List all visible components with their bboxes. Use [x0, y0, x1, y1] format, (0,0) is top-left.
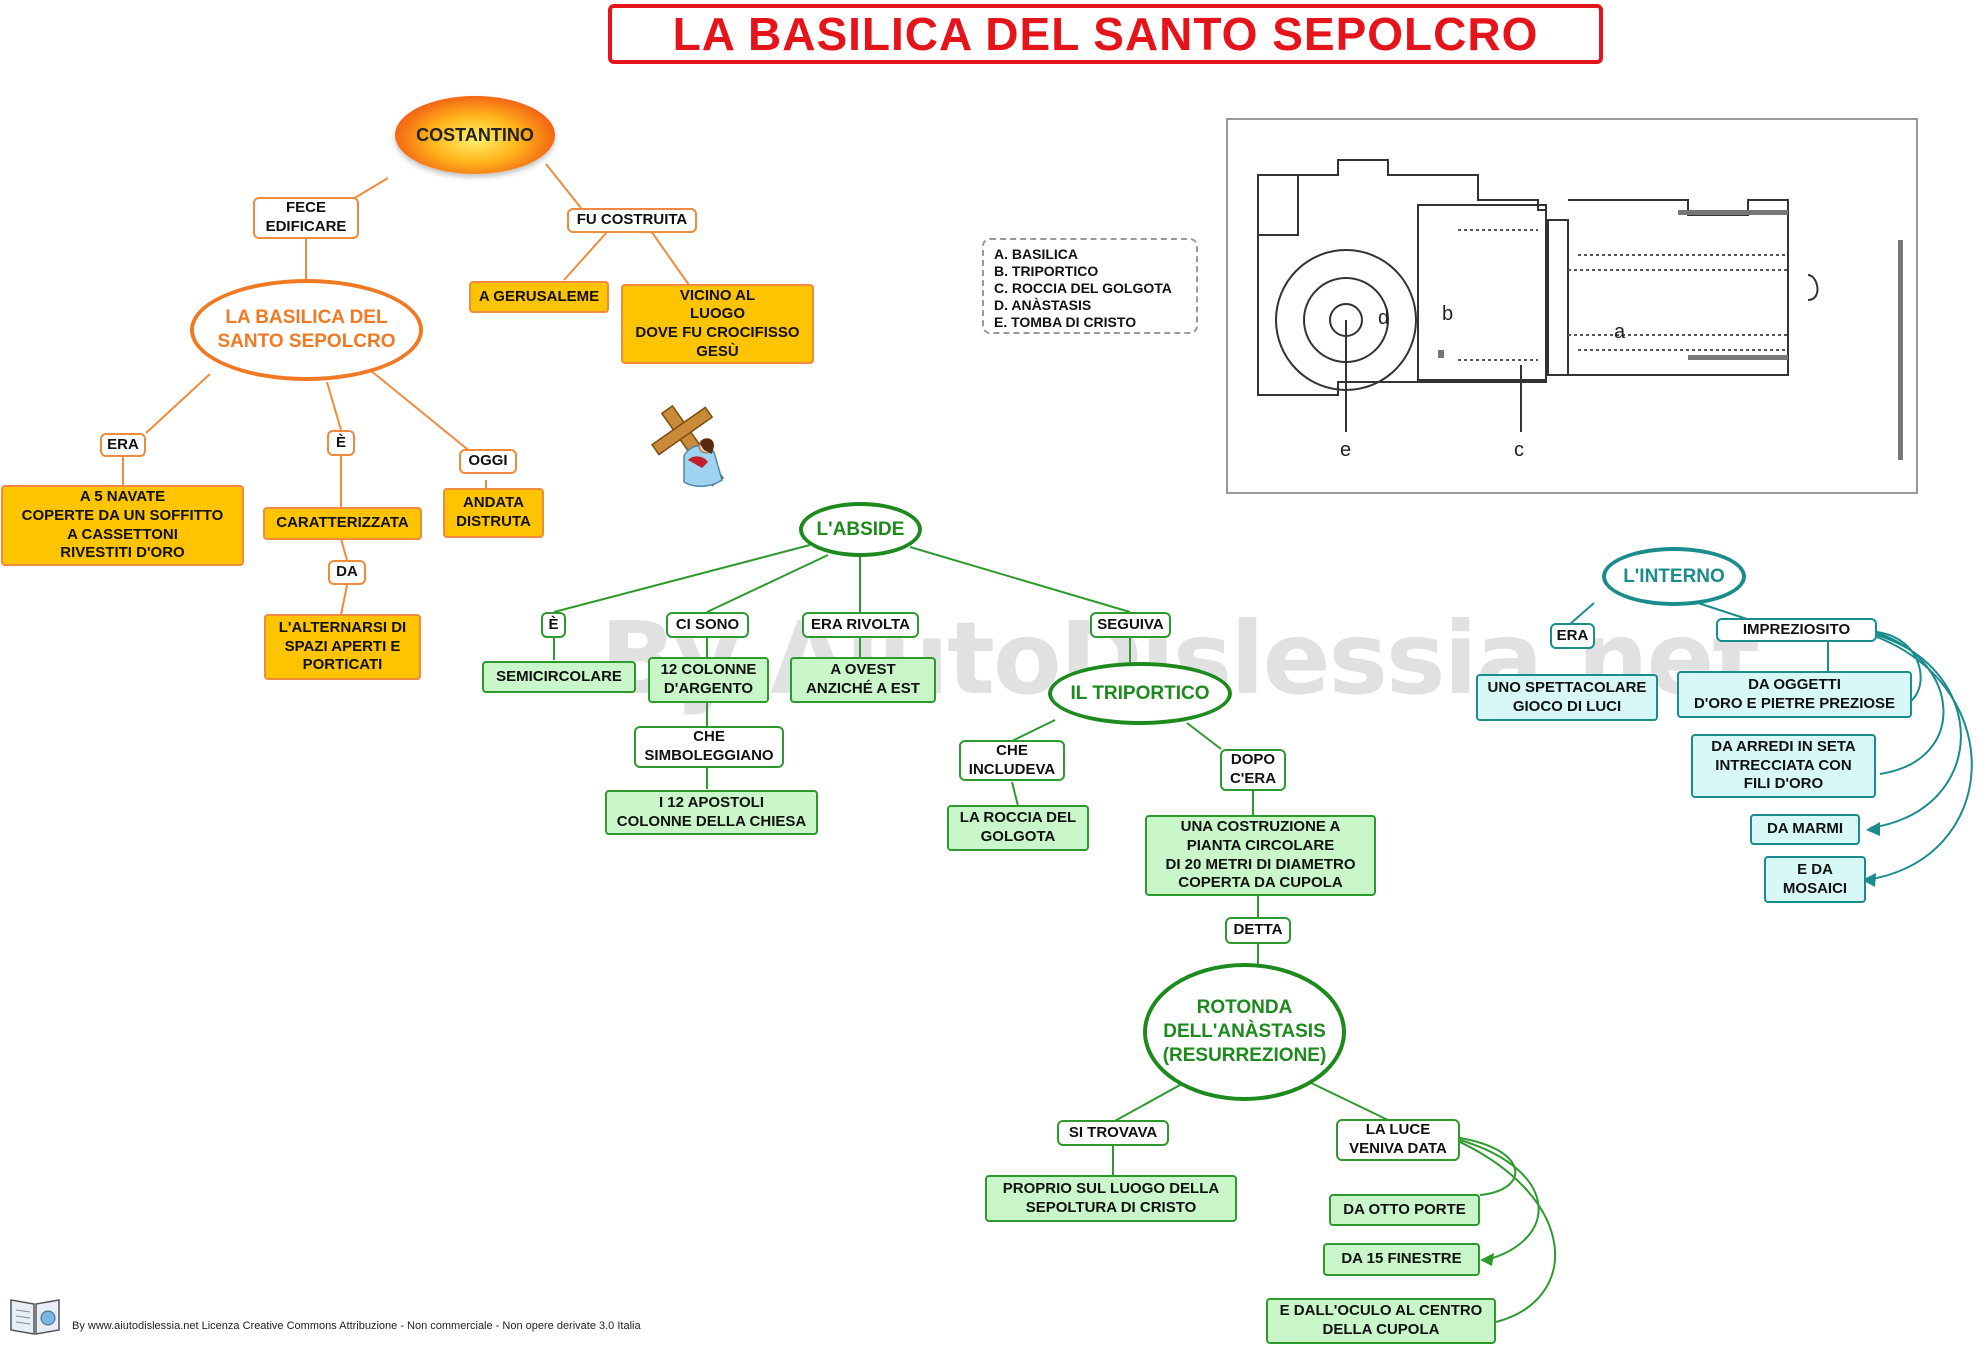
floor-plan-drawing: a b c d e	[1257, 159, 1903, 461]
a-gerusaleme-box: A GERUSALEME	[469, 281, 609, 313]
marmi-box: DA MARMI	[1750, 814, 1860, 845]
ovest-box: A OVEST ANZICHÉ A EST	[790, 657, 936, 703]
plan-legend: A. BASILICA B. TRIPORTICO C. ROCCIA DEL …	[982, 238, 1198, 334]
legend-item: A. BASILICA	[994, 246, 1078, 262]
otto-porte-box: DA OTTO PORTE	[1329, 1194, 1480, 1226]
caratterizzata-box: CARATTERIZZATA	[263, 507, 422, 540]
spettacolare-box: UNO SPETTACOLARE GIOCO DI LUCI	[1476, 674, 1658, 721]
era-rivolta-label: ERA RIVOLTA	[802, 612, 919, 638]
da-label: DA	[328, 560, 366, 585]
fece-edificare-label: FECE EDIFICARE	[253, 197, 359, 239]
alternarsi-box: L'ALTERNARSI DI SPAZI APERTI E PORTICATI	[264, 614, 421, 680]
luce-label: LA LUCE VENIVA DATA	[1336, 1119, 1460, 1161]
legend-item: E. TOMBA DI CRISTO	[994, 314, 1137, 330]
triportico-oval: IL TRIPORTICO	[1048, 662, 1232, 725]
floor-plan-panel: a b c d e	[1226, 118, 1918, 494]
mosaici-box: E DA MOSAICI	[1764, 856, 1866, 903]
seguiva-label: SEGUIVA	[1090, 612, 1171, 638]
e-label: È	[327, 430, 355, 456]
legend-item: D. ANÀSTASIS	[994, 297, 1092, 313]
plan-label-d: d	[1378, 307, 1389, 329]
quindici-finestre-box: DA 15 FINESTRE	[1323, 1243, 1480, 1276]
vicino-luogo-box: VICINO AL LUOGO DOVE FU CROCIFISSO GESÙ	[621, 284, 814, 364]
book-icon	[10, 1299, 60, 1335]
impreziosito-label: IMPREZIOSITO	[1716, 618, 1877, 642]
plan-label-a: a	[1614, 321, 1626, 343]
plan-label-b: b	[1442, 303, 1453, 325]
legend-item: B. TRIPORTICO	[994, 263, 1099, 279]
plan-label-e: e	[1340, 439, 1351, 461]
rotonda-oval: ROTONDA DELL'ANÀSTASIS (RESURREZIONE)	[1143, 963, 1346, 1101]
era-label: ERA	[100, 433, 146, 457]
interno-era-label: ERA	[1550, 623, 1595, 649]
oggetti-box: DA OGGETTI D'ORO E PIETRE PREZIOSE	[1677, 671, 1912, 718]
cinque-navate-box: A 5 NAVATE COPERTE DA UN SOFFITTO A CASS…	[1, 485, 244, 566]
semicircolare-box: SEMICIRCOLARE	[482, 661, 636, 693]
abside-oval: L'ABSIDE	[799, 502, 922, 557]
legend-item: C. ROCCIA DEL GOLGOTA	[994, 280, 1172, 296]
basilica-oval: LA BASILICA DEL SANTO SEPOLCRO	[190, 279, 423, 381]
andata-distruta-box: ANDATA DISTRUTA	[443, 488, 544, 538]
cross-carrying-icon	[650, 404, 725, 487]
plan-label-c: c	[1514, 439, 1524, 461]
detta-label: DETTA	[1225, 917, 1291, 944]
abside-e-label: È	[541, 612, 566, 638]
si-trovava-label: SI TROVAVA	[1057, 1120, 1169, 1146]
sepoltura-box: PROPRIO SUL LUOGO DELLA SEPOLTURA DI CRI…	[985, 1175, 1237, 1222]
oculo-box: E DALL'OCULO AL CENTRO DELLA CUPOLA	[1266, 1298, 1496, 1344]
che-includeva-label: CHE INCLUDEVA	[959, 740, 1065, 781]
dodici-colonne-box: 12 COLONNE D'ARGENTO	[648, 657, 769, 703]
page-title: LA BASILICA DEL SANTO SEPOLCRO	[608, 4, 1603, 64]
license-footer: By www.aiutodislessia.net Licenza Creati…	[72, 1320, 641, 1332]
oggi-label: OGGI	[459, 449, 517, 474]
costantino-root: COSTANTINO	[395, 96, 555, 174]
fu-costruita-label: FU COSTRUITA	[567, 208, 697, 233]
apostoli-box: I 12 APOSTOLI COLONNE DELLA CHIESA	[605, 790, 818, 835]
dopo-cera-label: DOPO C'ERA	[1220, 749, 1286, 791]
ci-sono-label: CI SONO	[666, 612, 749, 638]
roccia-box: LA ROCCIA DEL GOLGOTA	[947, 805, 1089, 851]
simboleggiano-label: CHE SIMBOLEGGIANO	[634, 726, 784, 768]
interno-oval: L'INTERNO	[1602, 547, 1746, 606]
arredi-box: DA ARREDI IN SETA INTRECCIATA CON FILI D…	[1691, 734, 1876, 798]
costruzione-box: UNA COSTRUZIONE A PIANTA CIRCOLARE DI 20…	[1145, 815, 1376, 896]
